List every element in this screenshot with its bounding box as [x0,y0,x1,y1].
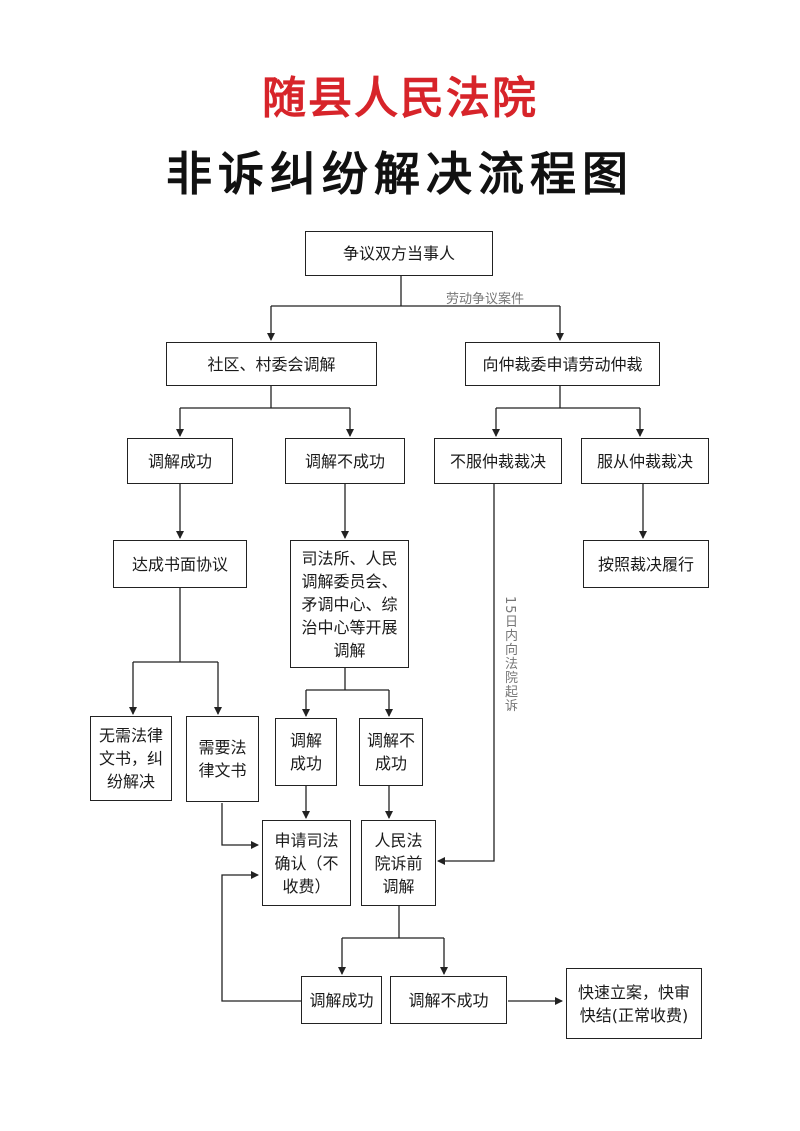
court-name: 随县人民法院 [262,73,538,124]
node-mediation-success: 调解成功 [127,438,233,484]
node-mediation2-success: 调解 成功 [275,718,337,786]
node-mediation2-fail: 调解不 成功 [359,718,423,786]
node-final-success: 调解成功 [301,976,382,1024]
node-need-legal-doc: 需要法 律文书 [186,716,259,802]
node-no-legal-doc: 无需法律 文书，纠 纷解决 [90,716,172,801]
edge-finalsuccess-to-confirm [221,871,302,1002]
label-sue-within-15-days: 15日内向法院起诉 [502,596,517,713]
node-perform-award: 按照裁决履行 [583,540,709,588]
node-accept-award: 服从仲裁裁决 [581,438,709,484]
node-judicial-confirm: 申请司法 确认（不 收费） [262,820,351,906]
node-fast-filing: 快速立案，快审 快结(正常收费) [566,968,702,1039]
node-written-agreement: 达成书面协议 [113,540,247,588]
node-mediation-fail: 调解不成功 [285,438,405,484]
label-labor-dispute: 劳动争议案件 [446,292,525,307]
edge-reject-to-court [437,483,495,865]
edge-needdoc-to-confirm [221,803,259,849]
node-court-pre-mediation: 人民法 院诉前 调解 [361,820,436,906]
node-reject-award: 不服仲裁裁决 [434,438,562,484]
chart-title: 非诉纠纷解决流程图 [166,147,634,201]
node-judicial-office: 司法所、人民 调解委员会、 矛调中心、综 治中心等开展 调解 [290,540,409,668]
node-community-mediation: 社区、村委会调解 [166,342,377,386]
node-final-fail: 调解不成功 [390,976,507,1024]
node-parties: 争议双方当事人 [305,231,493,276]
node-labor-arbitration: 向仲裁委申请劳动仲裁 [465,342,660,386]
